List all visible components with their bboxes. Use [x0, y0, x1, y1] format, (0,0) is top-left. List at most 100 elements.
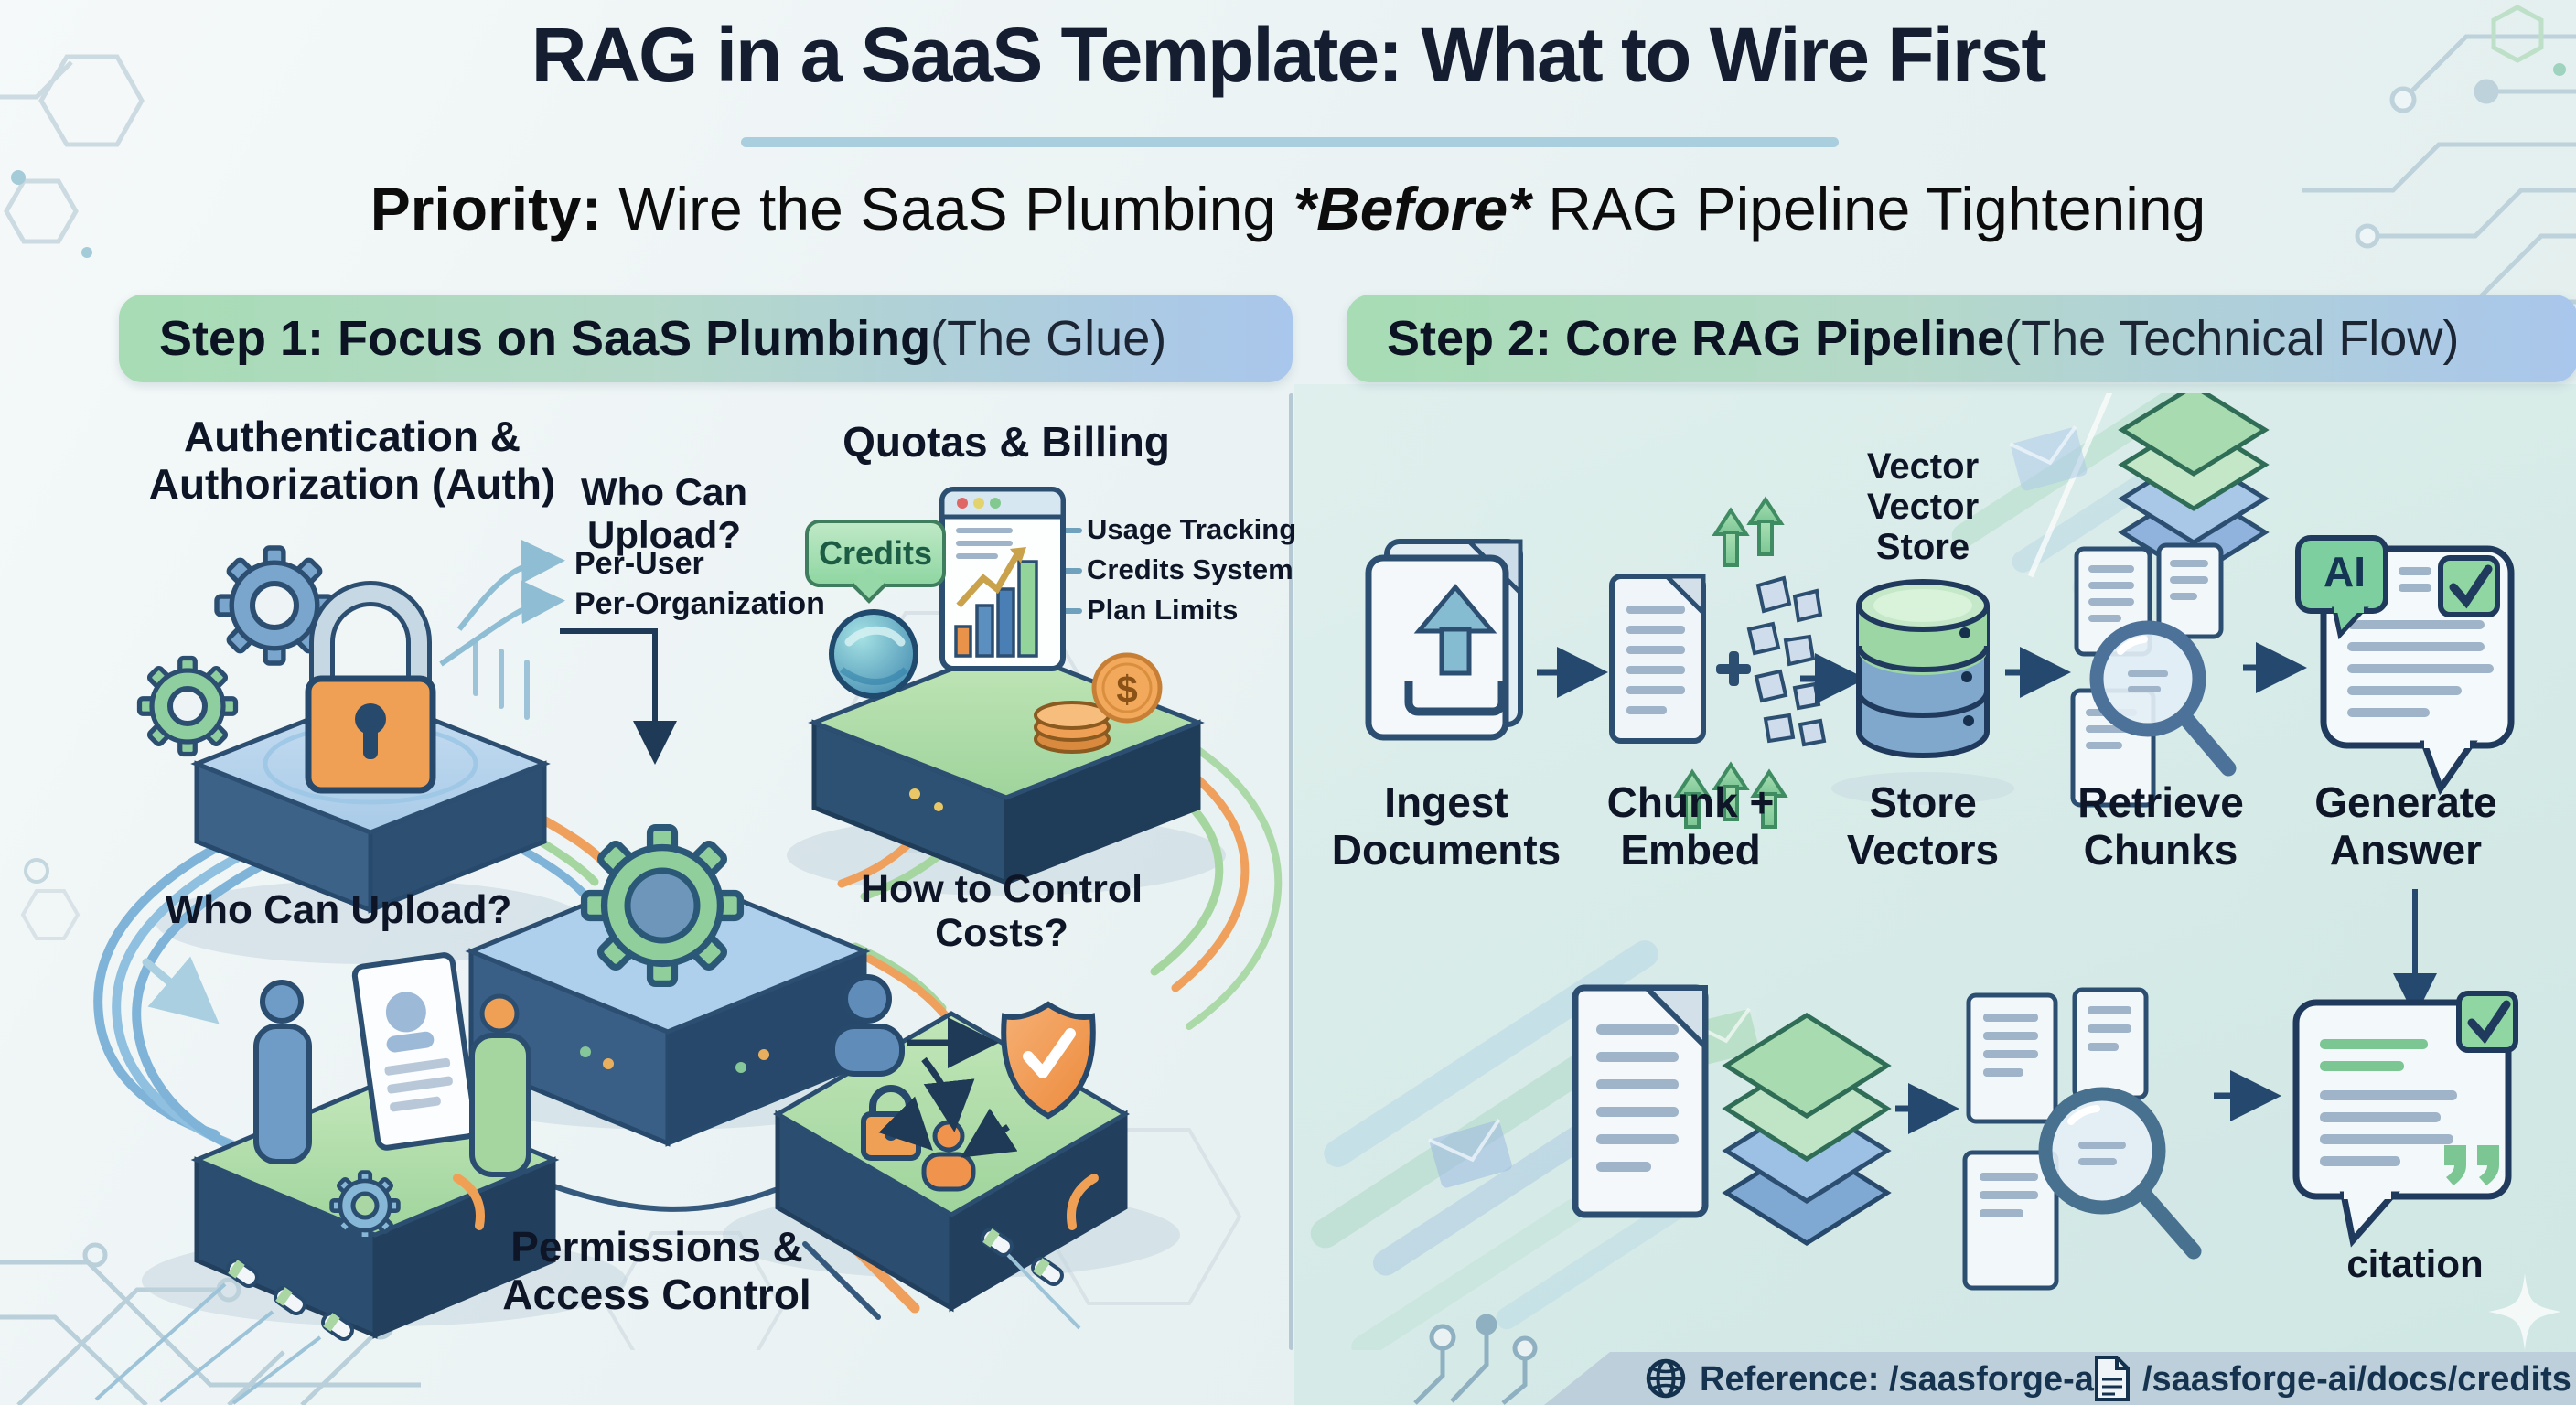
dollar-coin-icon [1091, 652, 1163, 724]
dollar-symbol: $ [1116, 668, 1138, 711]
footer-band [1544, 1352, 2576, 1405]
ai-badge-text: AI [2324, 548, 2366, 595]
who-can-upload-top-label: Who Can Upload? [574, 470, 754, 556]
generate-line2: Answer [2329, 825, 2483, 874]
step2-header: Step 2: Core RAG Pipeline (The Technical… [1347, 295, 2576, 382]
pipeline-step-store: Store Vectors [1795, 778, 2051, 874]
auth-label-line2: Authorization (Auth) [148, 459, 556, 508]
envelope-icon-store [2009, 425, 2088, 491]
chunk-line1: Chunk + [1606, 778, 1775, 826]
ai-chat-badge [2295, 535, 2388, 640]
sparkle-decoration [2488, 1273, 2561, 1350]
chunk-embed-icon [1609, 496, 1827, 829]
vector-store-note: Vector Vector Store [1839, 446, 2007, 567]
vector-note-line3: Store [1875, 527, 1970, 567]
ingest-line1: Ingest [1384, 778, 1508, 826]
auth-label: Authentication & Authorization (Auth) [137, 413, 567, 508]
permissions-line1: Permissions & [510, 1223, 803, 1271]
circuit-decoration-footer [1413, 1314, 1538, 1405]
document-icon-large [1572, 984, 1709, 1218]
title-underline [741, 137, 1839, 147]
vector-note-line1: Vector [1866, 446, 1980, 487]
generate-answer-icon [2295, 535, 2515, 796]
vector-note-line2: Vector [1866, 487, 1980, 527]
search-documents-icon [1962, 987, 2202, 1291]
user-green-icon [469, 993, 531, 1177]
document-icon-footer [2095, 1356, 2130, 1401]
layer-stack-icon-bottom [1722, 1013, 1892, 1246]
step1-header-main: Step 1: Focus on SaaS Plumbing [159, 311, 931, 366]
id-card-icon [351, 952, 479, 1151]
per-organization-label: Per-Organization [574, 586, 825, 621]
retrieve-line1: Retrieve [2077, 778, 2244, 826]
retrieve-chunks-icon [2070, 542, 2237, 808]
gear-icon-green [140, 659, 236, 755]
central-gear-platform [465, 828, 871, 1147]
quote-mark-icon [2444, 1145, 2499, 1185]
who-top-line1: Who Can [581, 470, 747, 513]
wire-hook-right [1067, 1174, 1099, 1230]
footer-reference-text: Reference: /saasforge-ai [1700, 1360, 2104, 1399]
globe-sphere-icon [829, 609, 918, 699]
chunk-line2: Embed [1620, 825, 1761, 874]
flow-arrows [878, 1017, 1018, 1158]
page-title: RAG in a SaaS Template: What to Wire Fir… [531, 12, 2047, 98]
subtitle-emphasis: *Before* [1293, 175, 1531, 242]
store-line1: Store [1869, 778, 1977, 826]
credits-system-label: Credits System [1087, 553, 1293, 585]
hexagon-decoration-top-left [0, 54, 145, 258]
rag-pipeline-illustration [1310, 393, 2561, 1350]
generate-line1: Generate [2314, 778, 2497, 826]
streak-decoration-row2 [1310, 940, 1700, 1350]
permissions-line2: Access Control [502, 1270, 811, 1318]
subtitle-tail: RAG Pipeline Tightening [1530, 175, 2206, 242]
subtitle: Priority: Wire the SaaS Plumbing *Before… [0, 174, 2576, 243]
gear-icon-small [332, 1173, 399, 1239]
who-top-line2: Upload? [587, 513, 741, 557]
auth-label-line1: Authentication & [184, 413, 521, 460]
step2-header-main: Step 2: Core RAG Pipeline [1387, 311, 2005, 366]
padlock-icon [305, 581, 436, 794]
step2-header-paren: (The Technical Flow) [2004, 311, 2460, 366]
gear-icon-central [585, 828, 741, 984]
ingest-line2: Documents [1331, 825, 1562, 874]
coins-icon [1034, 701, 1111, 754]
user-blue-icon [253, 980, 312, 1164]
quotas-billing-label: Quotas & Billing [843, 418, 1170, 466]
user-bust-icon [830, 974, 905, 1077]
citation-label: citation [2346, 1242, 2484, 1285]
credits-badge: Credits [805, 520, 946, 587]
pipeline-step-chunk: Chunk + Embed [1562, 778, 1819, 874]
control-costs-label: How to Control Costs? [851, 867, 1153, 955]
subtitle-mid: Wire the SaaS Plumbing [601, 175, 1293, 242]
plan-limits-label: Plan Limits [1087, 594, 1239, 626]
vector-store-icon [1831, 579, 2014, 805]
wire-hook-left [453, 1174, 485, 1230]
pipeline-step-generate: Generate Answer [2278, 778, 2534, 874]
citation-chat-icon [2292, 991, 2518, 1248]
saas-plumbing-illustration [93, 487, 1283, 1405]
pipeline-step-retrieve: Retrieve Chunks [2033, 778, 2289, 874]
usage-tracking-label: Usage Tracking [1087, 513, 1297, 545]
gear-icon-blue [217, 548, 332, 663]
envelope-icon [1428, 1118, 1512, 1188]
panel-divider [1289, 393, 1293, 1350]
who-can-upload-bottom-label: Who Can Upload? [165, 887, 512, 932]
step1-header: Step 1: Focus on SaaS Plumbing (The Glue… [119, 295, 1293, 382]
ingest-documents-icon [1365, 539, 1523, 741]
store-line2: Vectors [1846, 825, 2000, 874]
costs-line2: Costs? [935, 911, 1068, 956]
globe-icon [1646, 1358, 1686, 1399]
layer-stack-icon-top [2118, 393, 2270, 579]
subtitle-lead: Priority: [370, 175, 602, 242]
permissions-label: Permissions & Access Control [474, 1223, 840, 1318]
per-user-label: Per-User [574, 546, 704, 581]
footer-docs-path-text: /saasforge-ai/docs/credits [2142, 1360, 2571, 1399]
shield-check-icon [1001, 1001, 1096, 1120]
retrieve-line2: Chunks [2083, 825, 2238, 874]
pipeline-step-ingest: Ingest Documents [1318, 778, 1574, 874]
upload-platform [94, 1082, 560, 1405]
billing-chart-icon [939, 487, 1066, 671]
step1-header-paren: (The Glue) [930, 311, 1167, 366]
